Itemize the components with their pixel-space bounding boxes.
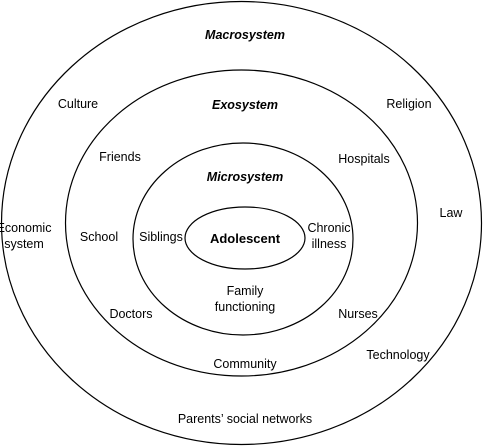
macrosystem-title: Macrosystem <box>205 28 285 42</box>
label-law: Law <box>440 206 464 220</box>
label-culture: Culture <box>58 97 98 111</box>
microsystem-ring <box>132 142 354 336</box>
label-parents-social-networks: Parents’ social networks <box>178 412 312 426</box>
label-family-functioning-line2: functioning <box>215 300 276 314</box>
label-technology: Technology <box>366 348 430 362</box>
adolescent-ring <box>184 206 306 270</box>
label-nurses: Nurses <box>338 307 378 321</box>
label-religion: Religion <box>386 97 431 111</box>
label-siblings: Siblings <box>139 230 183 244</box>
label-school: School <box>80 230 118 244</box>
label-chronic-illness-line1: Chronic <box>307 221 350 235</box>
label-doctors: Doctors <box>109 307 152 321</box>
label-family-functioning-line1: Family <box>227 284 265 298</box>
label-economic-system-line2: system <box>4 237 44 251</box>
exosystem-title: Exosystem <box>212 98 278 112</box>
label-economic-system-line1: Economic <box>0 221 51 235</box>
label-friends: Friends <box>99 150 141 164</box>
label-hospitals: Hospitals <box>338 152 389 166</box>
label-chronic-illness-line2: illness <box>312 237 347 251</box>
adolescent-label: Adolescent <box>210 231 281 246</box>
label-community: Community <box>213 357 277 371</box>
microsystem-title: Microsystem <box>207 170 283 184</box>
exosystem-ring <box>64 69 419 377</box>
